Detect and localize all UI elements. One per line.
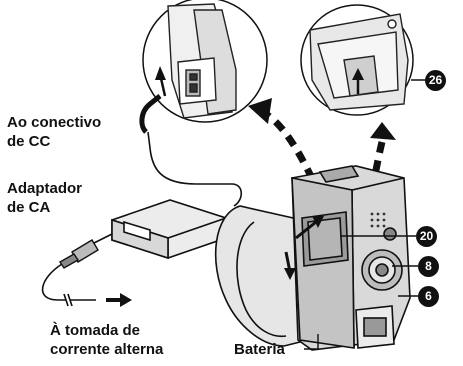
dc-connector-label: Ao conectivo de CC bbox=[7, 113, 101, 151]
callout-20: 20 bbox=[416, 226, 437, 247]
callout-8: 8 bbox=[418, 256, 439, 277]
callout-26: 26 bbox=[425, 70, 446, 91]
callout-6: 6 bbox=[418, 286, 439, 307]
ac-outlet-label-line2: corrente alterna bbox=[50, 341, 164, 358]
dc-connector-label-line1: Ao conectivo bbox=[7, 114, 102, 131]
ac-adapter-illustration bbox=[111, 199, 227, 260]
dc-connector-label-line2: de CC bbox=[7, 133, 51, 150]
camcorder-illustration bbox=[214, 165, 411, 351]
callout-leaders bbox=[304, 235, 418, 350]
ac-outlet-label-line1: À tomada de bbox=[50, 322, 141, 339]
ac-plug bbox=[59, 239, 99, 269]
arrowhead-left bbox=[248, 98, 272, 124]
outlet-arrow bbox=[106, 293, 132, 307]
battery-insert-arrows bbox=[284, 216, 324, 280]
dc-connector-inset bbox=[142, 0, 268, 123]
ac-adapter-label: Adaptador de CA bbox=[7, 179, 82, 217]
battery-release-inset bbox=[300, 4, 414, 116]
arrowhead-right bbox=[370, 122, 396, 140]
ac-adapter-label-line2: de CA bbox=[7, 199, 51, 216]
ac-cord bbox=[41, 233, 113, 307]
battery-label-text: Bateria bbox=[234, 341, 285, 358]
ac-outlet-label: À tomada de corrente alterna bbox=[50, 321, 163, 359]
battery-label: Bateria bbox=[234, 340, 285, 359]
ac-adapter-label-line1: Adaptador bbox=[7, 180, 82, 197]
dc-cable bbox=[139, 94, 243, 207]
